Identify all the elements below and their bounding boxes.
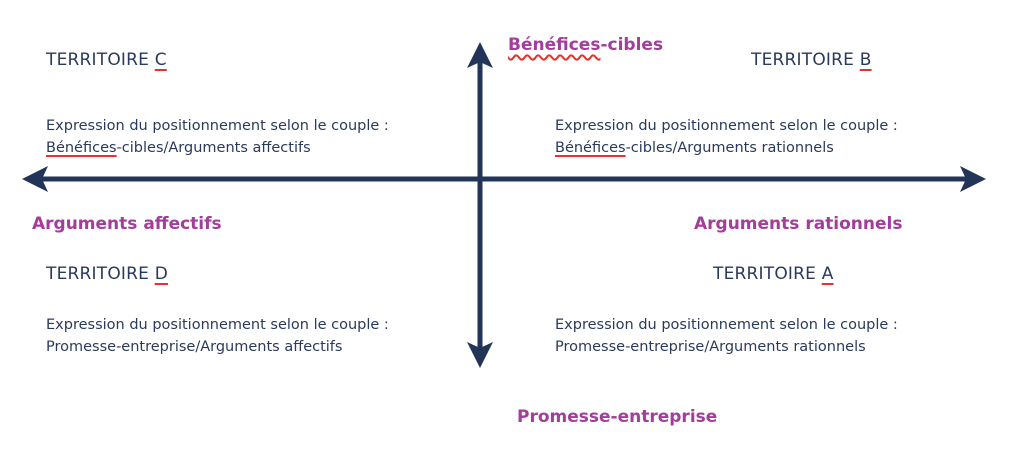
axis-label-right: Arguments rationnels xyxy=(694,214,903,234)
territory-b-title: TERRITOIRE B xyxy=(751,50,872,70)
territory-a-description: Expression du positionnement selon le co… xyxy=(555,314,898,358)
territory-c-title-letter: C xyxy=(154,50,167,70)
axis-label-bottom: Promesse-entreprise xyxy=(517,407,718,427)
territory-b-title-letter: B xyxy=(859,50,872,70)
territory-d-line1: Expression du positionnement selon le co… xyxy=(46,317,389,333)
territory-b-line2-rest: -cibles/Arguments rationnels xyxy=(625,140,834,156)
territory-a-title-prefix: TERRITOIRE xyxy=(713,264,822,284)
territory-b-description: Expression du positionnement selon le co… xyxy=(555,115,898,159)
territory-a-line2: Promesse-entreprise/Arguments rationnels xyxy=(555,339,866,355)
territory-c-line2-rest: -cibles/Arguments affectifs xyxy=(116,140,311,156)
down-arrowhead xyxy=(467,342,493,368)
axis-label-top-underlined: Bénéfices xyxy=(508,35,601,55)
territory-b-line2: Bénéfices-cibles/Arguments rationnels xyxy=(555,137,898,159)
territory-c-title: TERRITOIRE C xyxy=(46,50,167,70)
territory-b-title-prefix: TERRITOIRE xyxy=(751,50,860,70)
territory-c-title-prefix: TERRITOIRE xyxy=(46,50,155,70)
axis-label-top-rest: -cibles xyxy=(600,35,664,55)
territory-b-line2-underlined: Bénéfices xyxy=(555,140,626,156)
territory-c-description: Expression du positionnement selon le co… xyxy=(46,115,389,159)
territory-a-line1: Expression du positionnement selon le co… xyxy=(555,317,898,333)
territory-b-line1: Expression du positionnement selon le co… xyxy=(555,118,898,134)
territory-c-line1: Expression du positionnement selon le co… xyxy=(46,118,389,134)
territory-c-line2: Bénéfices-cibles/Arguments affectifs xyxy=(46,137,389,159)
territory-d-line2: Promesse-entreprise/Arguments affectifs xyxy=(46,339,343,355)
territory-d-title: TERRITOIRE D xyxy=(46,264,168,284)
axis-label-top: Bénéfices-cibles xyxy=(508,35,663,55)
left-arrowhead xyxy=(22,166,48,192)
up-arrowhead xyxy=(467,42,493,68)
territory-d-title-letter: D xyxy=(154,264,168,284)
right-arrowhead xyxy=(960,166,986,192)
territory-c-line2-underlined: Bénéfices xyxy=(46,140,117,156)
axis-label-left: Arguments affectifs xyxy=(32,214,222,234)
territory-d-title-prefix: TERRITOIRE xyxy=(46,264,155,284)
territory-a-title: TERRITOIRE A xyxy=(713,264,834,284)
territory-d-description: Expression du positionnement selon le co… xyxy=(46,314,389,358)
territory-a-title-letter: A xyxy=(821,264,834,284)
